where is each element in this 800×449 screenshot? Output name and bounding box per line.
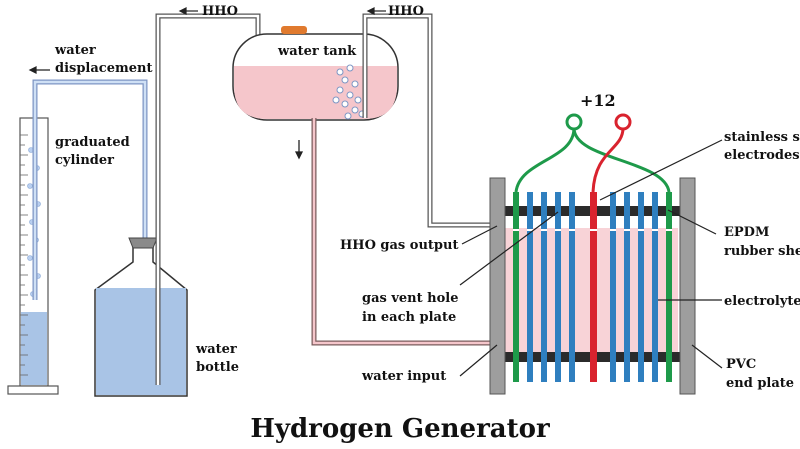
water-bottle-label-2: bottle xyxy=(196,360,239,375)
water-tank-label: water tank xyxy=(277,44,357,59)
hho-gas-output-label: HHO gas output xyxy=(340,238,458,253)
graduated-cylinder-label-1: graduated xyxy=(55,135,130,150)
pvc-end-plate-label-1: PVC xyxy=(726,357,756,372)
water-displacement-label-1: water xyxy=(54,43,96,58)
electrolyte-label: electrolyte xyxy=(724,294,800,309)
water-input-label: water input xyxy=(361,369,446,384)
hho-label-left: HHO xyxy=(202,4,238,19)
flow-down-arrow xyxy=(294,140,304,160)
page-title: Hydrogen Generator xyxy=(250,414,550,444)
epdm-label-1: EPDM xyxy=(724,225,769,240)
pvc-end-plate-label-2: end plate xyxy=(726,376,794,391)
water-tank xyxy=(232,26,399,121)
hho-label-right: HHO xyxy=(388,4,424,19)
negative-terminal xyxy=(565,113,583,131)
epdm-label-2: rubber she xyxy=(724,244,800,259)
stainless-electrodes-label-2: electrodes xyxy=(724,148,800,163)
gas-vent-hole-label-2: in each plate xyxy=(362,310,456,325)
electrolyzer-stack xyxy=(489,177,696,395)
gas-vent-hole-label-1: gas vent hole xyxy=(362,291,459,306)
positive-negative-wiring xyxy=(514,127,671,193)
positive-terminal xyxy=(614,113,632,131)
water-displacement-label-2: displacement xyxy=(55,61,152,76)
water-bottle-label-1: water xyxy=(195,342,237,357)
water-bottle xyxy=(94,237,188,397)
graduated-cylinder-label-2: cylinder xyxy=(55,153,114,168)
voltage-label: +12 xyxy=(580,91,616,110)
stainless-electrodes-label-1: stainless s xyxy=(724,130,800,145)
stainless-electrodes xyxy=(513,192,672,382)
